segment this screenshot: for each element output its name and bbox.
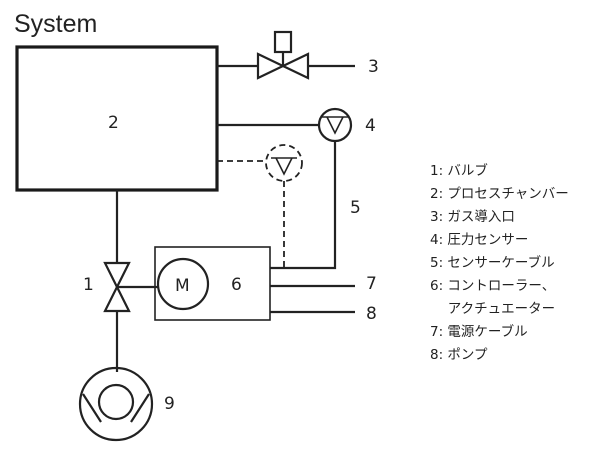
label-pump: 9 <box>164 394 175 414</box>
legend-item-3: 3: ガス導入口 <box>430 209 515 225</box>
label-controller: 6 <box>231 275 242 295</box>
pressure-sensor <box>217 107 353 143</box>
label-process-chamber: 2 <box>108 113 119 133</box>
gas-inlet-line <box>217 30 355 80</box>
legend: 1: バルブ 2: プロセスチャンバー 3: ガス導入口 4: 圧力センサー 5… <box>430 162 569 363</box>
label-valve: 1 <box>83 275 94 295</box>
legend-item-2: 2: プロセスチャンバー <box>430 186 569 202</box>
label-pump-line: 8 <box>366 304 377 324</box>
legend-item-1: 1: バルブ <box>430 162 488 179</box>
solenoid-actuator-icon <box>273 30 293 54</box>
diagram-title: System <box>14 10 97 38</box>
legend-item-4: 4: 圧力センサー <box>430 232 528 248</box>
optional-pressure-sensor <box>217 144 303 268</box>
process-chamber <box>15 45 219 192</box>
motor-label: M <box>175 276 190 296</box>
label-pressure-sensor: 4 <box>365 116 376 136</box>
legend-item-7: 7: 電源ケーブル <box>430 323 528 340</box>
label-gas-inlet: 3 <box>368 57 379 77</box>
exhaust-valve <box>103 190 158 372</box>
legend-item-6-cont: アクチュエーター <box>430 301 555 317</box>
legend-item-5: 5: センサーケーブル <box>430 254 555 271</box>
motor-icon <box>156 257 210 311</box>
controller-actuator <box>154 246 271 321</box>
label-sensor-cable: 5 <box>350 198 361 218</box>
pump-icon <box>78 366 154 442</box>
legend-item-6: 6: コントローラー、 <box>430 278 555 294</box>
legend-item-8: 8: ポンプ <box>430 347 488 363</box>
sensor-cable <box>270 141 337 270</box>
label-power-cable: 7 <box>366 274 377 294</box>
